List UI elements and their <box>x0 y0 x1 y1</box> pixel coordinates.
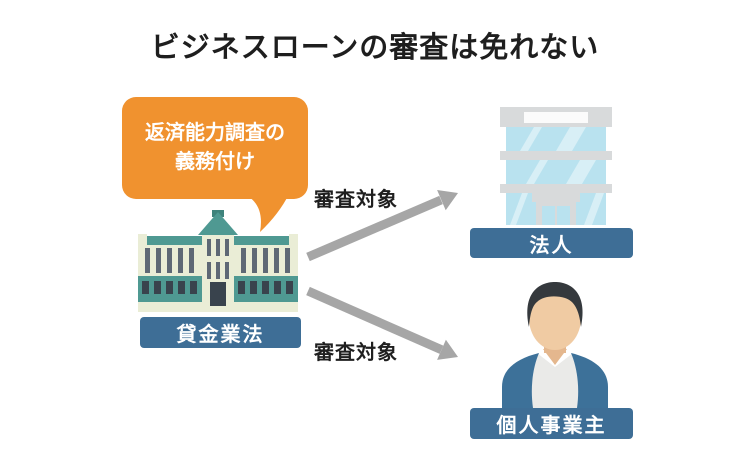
speech-bubble-line2: 義務付け <box>175 151 255 173</box>
target-individual-label: 個人事業主 <box>470 408 633 439</box>
target-individual-text: 個人事業主 <box>496 415 607 437</box>
arrow-label-top: 審査対象 <box>314 189 398 211</box>
office-building-icon <box>500 107 612 225</box>
speech-bubble-tail <box>244 194 289 232</box>
target-corporation-text: 法人 <box>529 234 574 257</box>
speech-bubble: 返済能力調査の 義務付け <box>122 97 308 199</box>
page-title: ビジネスローンの審査は免れない <box>150 32 600 64</box>
bank-icon <box>138 210 298 312</box>
source-label-kashikingyoho: 貸金業法 <box>140 317 301 348</box>
target-corporation-label: 法人 <box>470 228 633 258</box>
arrow-label-bottom: 審査対象 <box>314 342 398 364</box>
speech-bubble-line1: 返済能力調査の <box>145 122 285 144</box>
source-label-text: 貸金業法 <box>176 324 265 346</box>
businessman-icon <box>502 282 608 408</box>
